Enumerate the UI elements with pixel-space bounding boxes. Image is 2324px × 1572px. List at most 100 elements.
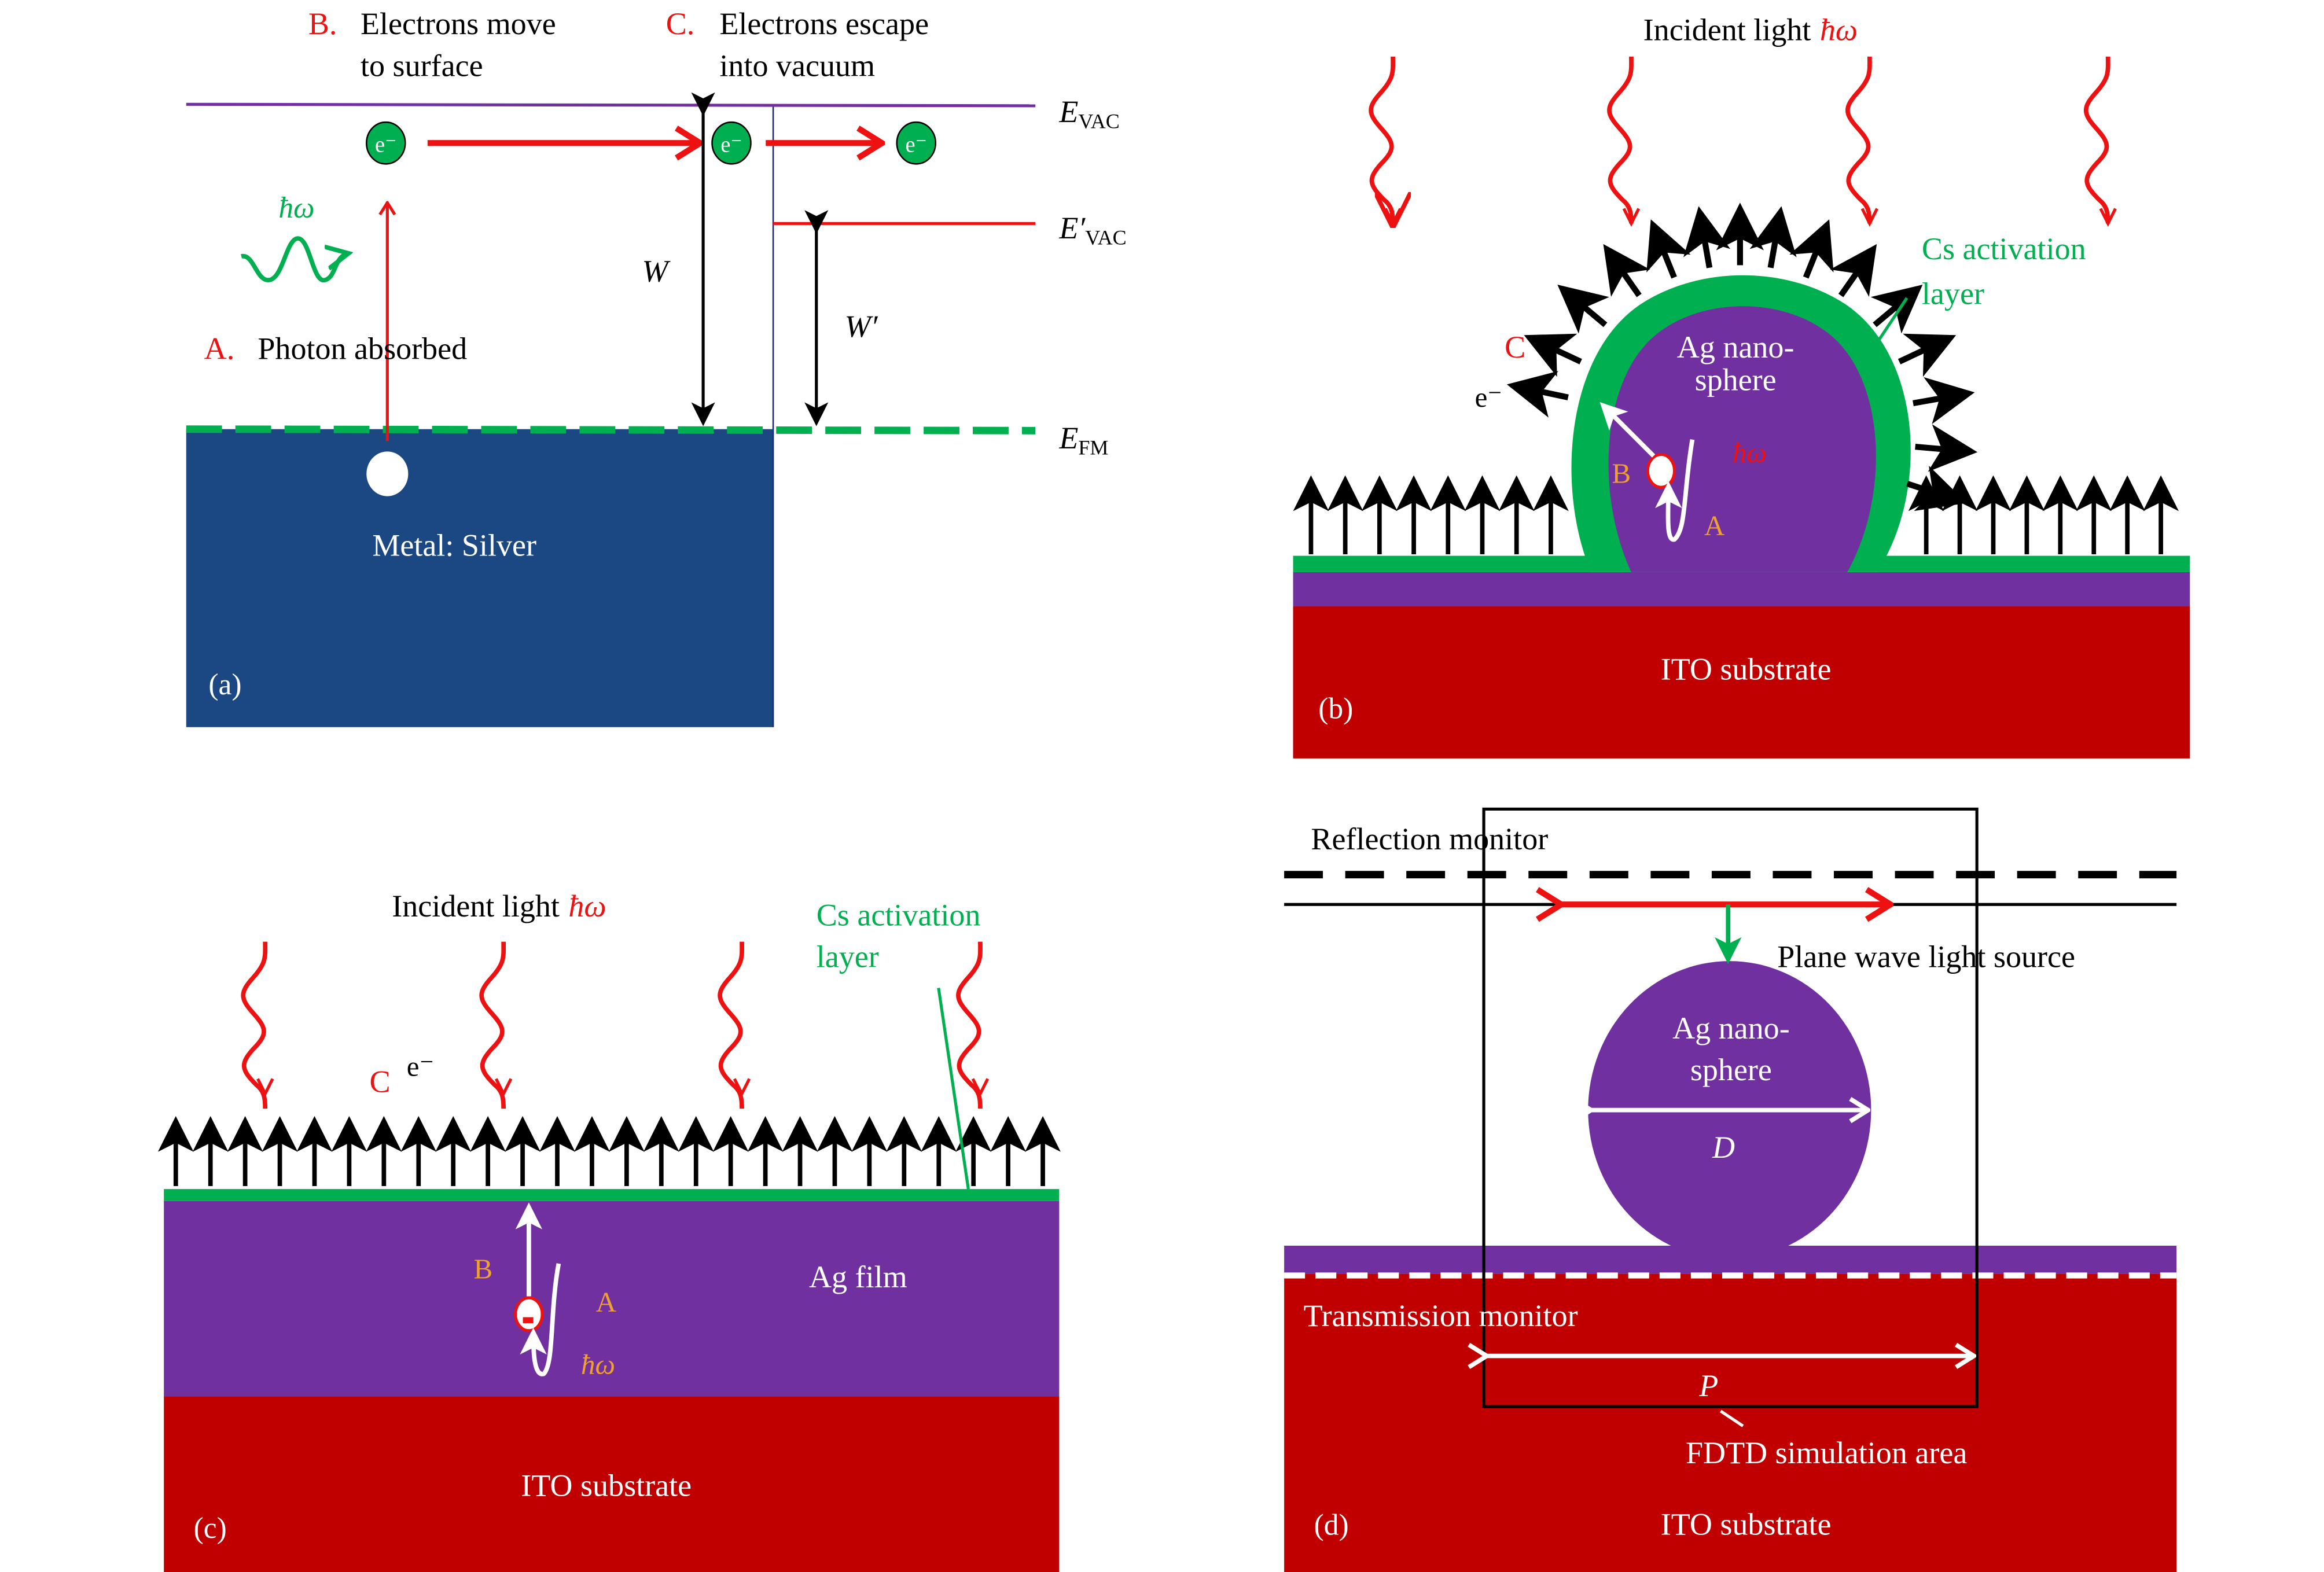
e-vac-prime-label: E′VAC bbox=[1058, 211, 1126, 249]
incident-waves bbox=[1371, 57, 2108, 223]
emission-arrow bbox=[1557, 284, 1609, 334]
cs-leader-b bbox=[1876, 297, 1909, 344]
emission-arrows-right-flat bbox=[1908, 475, 2179, 555]
step-b-c: B bbox=[474, 1253, 493, 1285]
emission-arrow bbox=[1683, 206, 1731, 268]
sphere-label-2: sphere bbox=[1695, 363, 1777, 397]
cs-label-b-2: layer bbox=[1922, 276, 1984, 311]
substrate-d: ITO substrate bbox=[1661, 1507, 1832, 1542]
electron-label: e⁻ bbox=[375, 133, 397, 157]
w-label: W bbox=[642, 254, 671, 289]
emission-arrow bbox=[1906, 465, 1967, 511]
hole bbox=[366, 451, 409, 496]
wave-arrowheads bbox=[1384, 208, 2117, 227]
cs-leader-c bbox=[937, 988, 970, 1190]
emission-arrow bbox=[1913, 377, 1975, 425]
emission-arrow bbox=[1749, 206, 1797, 268]
photon-path-c bbox=[520, 1263, 561, 1376]
ag-film bbox=[164, 1201, 1060, 1397]
cs-layer-c bbox=[164, 1189, 1060, 1201]
emission-arrow bbox=[1506, 371, 1569, 418]
emission-arrow bbox=[1789, 219, 1834, 279]
photon-path-b bbox=[1655, 439, 1695, 542]
wave-icon bbox=[1848, 57, 1870, 223]
sphere-label-d-2: sphere bbox=[1690, 1052, 1772, 1087]
substrate-b: ITO substrate bbox=[1661, 651, 1832, 686]
substrate-c: ITO substrate bbox=[521, 1468, 692, 1503]
hole-c bbox=[514, 1296, 544, 1332]
fdtd-label: FDTD simulation area bbox=[1686, 1435, 1967, 1470]
metal-block bbox=[186, 429, 774, 727]
wave-icon bbox=[958, 942, 980, 1109]
transmission-monitor-label: Transmission monitor bbox=[1304, 1298, 1578, 1333]
hole-b bbox=[1646, 452, 1676, 489]
diameter-label: D bbox=[1712, 1130, 1735, 1165]
electron-3: e⁻ bbox=[896, 121, 936, 165]
photon-b: ħω bbox=[1733, 436, 1767, 468]
e-fm-label: EFM bbox=[1058, 421, 1108, 459]
e-fm-dashed-line bbox=[186, 425, 1036, 435]
emission-arrow bbox=[1830, 244, 1877, 297]
wave-icon bbox=[1609, 57, 1631, 223]
emission-arrows-radial bbox=[1506, 203, 1978, 511]
e-vac-label: EVAC bbox=[1058, 94, 1119, 132]
step-a-letter: A. bbox=[204, 332, 235, 366]
ito-substrate-d bbox=[1284, 1273, 2177, 1572]
electron-2: e⁻ bbox=[711, 121, 752, 165]
emission-arrows-c bbox=[157, 1116, 1061, 1186]
step-b-line1: Electrons move bbox=[361, 6, 556, 41]
metal-label: Metal: Silver bbox=[372, 528, 536, 563]
move-arrow-b bbox=[1599, 402, 1656, 458]
reflection-monitor-label: Reflection monitor bbox=[1311, 822, 1548, 856]
w-prime-label: W′ bbox=[845, 309, 878, 344]
emission-arrow bbox=[1603, 244, 1650, 297]
photon-c: ħω bbox=[581, 1348, 615, 1380]
emission-arrow bbox=[1870, 284, 1923, 334]
emission-arrow bbox=[1915, 424, 1978, 472]
wave-icon bbox=[1371, 57, 1393, 223]
fdtd-simulation-box bbox=[1482, 807, 1979, 1408]
step-a-c: A bbox=[596, 1286, 616, 1317]
photon-wave-icon bbox=[241, 236, 348, 283]
fdtd-leader bbox=[1719, 1409, 1744, 1427]
ag-base-layer bbox=[1293, 572, 2190, 607]
step-b-b: B bbox=[1612, 457, 1631, 489]
electron-label: e⁻ bbox=[905, 133, 927, 157]
electron-label: e⁻ bbox=[720, 133, 742, 157]
film-label-c: Ag film bbox=[809, 1260, 907, 1294]
wave-arrowheads-c bbox=[256, 1078, 990, 1098]
step-c-letter: C. bbox=[666, 6, 695, 41]
cs-layer-left bbox=[1293, 555, 1591, 572]
e-vac-line bbox=[186, 102, 1036, 108]
ito-substrate bbox=[1293, 605, 2190, 759]
emission-arrow bbox=[1646, 219, 1691, 279]
step-c-line2: into vacuum bbox=[719, 48, 875, 83]
step-b-line2: to surface bbox=[361, 48, 483, 83]
step-a-text: Photon absorbed bbox=[258, 332, 467, 366]
sphere-label-1: Ag nano- bbox=[1677, 330, 1795, 365]
electron-b: e⁻ bbox=[1475, 381, 1503, 413]
panel-label-a: (a) bbox=[208, 668, 241, 701]
panel-label-b: (b) bbox=[1318, 692, 1353, 725]
electron-c: e⁻ bbox=[407, 1050, 435, 1082]
source-label: Plane wave light source bbox=[1777, 939, 2075, 974]
panel-label-c: (c) bbox=[194, 1512, 227, 1545]
wave-icon bbox=[481, 942, 503, 1109]
panel-label-d: (d) bbox=[1314, 1509, 1349, 1542]
emission-arrow bbox=[1898, 333, 1957, 377]
period-label: P bbox=[1698, 1368, 1718, 1403]
photon-symbol: ħω bbox=[278, 192, 314, 224]
wave-icon bbox=[720, 942, 742, 1109]
cs-label-b-1: Cs activation bbox=[1922, 231, 2086, 266]
step-a-b: A bbox=[1704, 510, 1724, 542]
hole-minus-c bbox=[523, 1317, 534, 1323]
wave-icon bbox=[2086, 57, 2108, 223]
cs-label-c-1: Cs activation bbox=[817, 897, 981, 932]
sphere-label-d-1: Ag nano- bbox=[1672, 1011, 1790, 1045]
electron-1: e⁻ bbox=[366, 121, 406, 165]
